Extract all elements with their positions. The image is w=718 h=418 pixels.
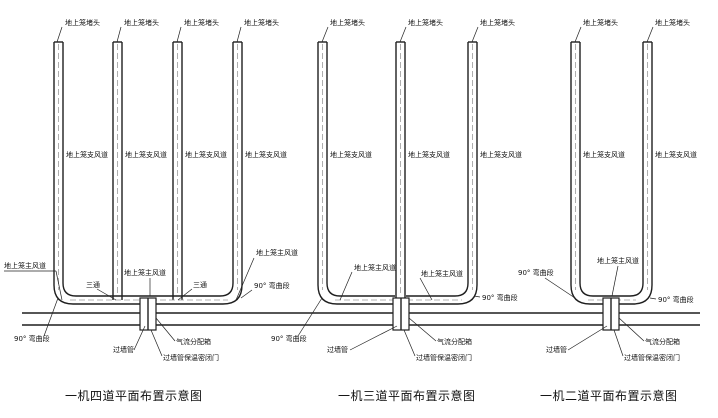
label-tee: 三通 — [193, 280, 207, 289]
label-wall-pipe: 过墙管 — [327, 345, 348, 354]
ground-ducts — [22, 312, 700, 326]
label-main: 地上笼主风道 — [597, 256, 639, 265]
caption-three-channels: 一机三道平面布置示意图 — [338, 388, 476, 403]
label-outlet: 地上笼堵头 — [244, 18, 279, 27]
label-branch: 地上笼支风道 — [583, 150, 625, 159]
label-elbow: 90° 弯曲段 — [482, 293, 518, 302]
label-distributor: 气流分配箱 — [645, 337, 680, 346]
label-outlet: 地上笼堵头 — [184, 18, 219, 27]
label-branch: 地上笼支风道 — [480, 150, 522, 159]
label-branch: 地上笼支风道 — [408, 150, 450, 159]
label-distributor: 气流分配箱 — [437, 337, 472, 346]
caption-two-channels: 一机二道平面布置示意图 — [540, 388, 678, 403]
label-elbow: 90° 弯曲段 — [254, 281, 290, 290]
label-seal-door: 过墙管保温密闭门 — [416, 353, 472, 362]
branch-duct — [317, 41, 395, 305]
label-outlet: 地上笼堵头 — [480, 18, 515, 27]
diagram-three-channels: 地上笼堵头 地上笼堵头 地上笼堵头 地上笼支风道 地上笼支风道 地上笼支风道 地… — [271, 18, 522, 403]
label-branch: 地上笼支风道 — [125, 150, 167, 159]
branch-duct — [570, 41, 630, 305]
label-outlet: 地上笼堵头 — [408, 18, 443, 27]
label-elbow: 90° 弯曲段 — [271, 334, 307, 343]
diagram-four-channels: 地上笼堵头 地上笼堵头 地上笼堵头 地上笼堵头 地上笼支风道 地上笼支风道 地上… — [4, 18, 298, 403]
label-main: 地上笼主风道 — [124, 268, 166, 277]
label-branch: 地上笼支风道 — [330, 150, 372, 159]
branch-duct — [629, 41, 653, 305]
label-branch: 地上笼支风道 — [185, 150, 227, 159]
label-elbow: 90° 弯曲段 — [658, 295, 694, 304]
label-outlet: 地上笼堵头 — [124, 18, 159, 27]
label-wall-pipe: 过墙管 — [113, 345, 134, 354]
label-tee: 三通 — [86, 280, 100, 289]
label-outlet: 地上笼堵头 — [65, 18, 100, 27]
branch-duct — [172, 41, 183, 300]
label-wall-pipe: 过墙管 — [546, 345, 567, 354]
label-distributor: 气流分配箱 — [176, 337, 211, 346]
label-main: 地上笼主风道 — [256, 248, 298, 257]
label-outlet: 地上笼堵头 — [655, 18, 690, 27]
label-main: 地上笼主风道 — [4, 261, 46, 270]
label-branch: 地上笼支风道 — [655, 150, 697, 159]
label-elbow: 90° 弯曲段 — [518, 268, 554, 277]
branch-duct — [53, 41, 112, 305]
label-outlet: 地上笼堵头 — [330, 18, 365, 27]
label-elbow: 90° 弯曲段 — [14, 334, 50, 343]
label-seal-door: 过墙管保温密闭门 — [163, 353, 219, 362]
branch-duct — [395, 41, 406, 300]
label-branch: 地上笼支风道 — [66, 150, 108, 159]
branch-duct — [185, 41, 243, 305]
branch-duct — [406, 41, 478, 305]
branch-duct — [112, 41, 123, 300]
label-main: 地上笼主风道 — [354, 263, 396, 272]
label-main: 地上笼主风道 — [421, 269, 463, 278]
label-seal-door: 过墙管保温密闭门 — [624, 353, 680, 362]
label-branch: 地上笼支风道 — [245, 150, 287, 159]
diagram-two-channels: 地上笼堵头 地上笼堵头 地上笼支风道 地上笼支风道 地上笼主风道 90° 弯曲段… — [518, 18, 697, 403]
label-outlet: 地上笼堵头 — [583, 18, 618, 27]
caption-four-channels: 一机四道平面布置示意图 — [65, 388, 203, 403]
